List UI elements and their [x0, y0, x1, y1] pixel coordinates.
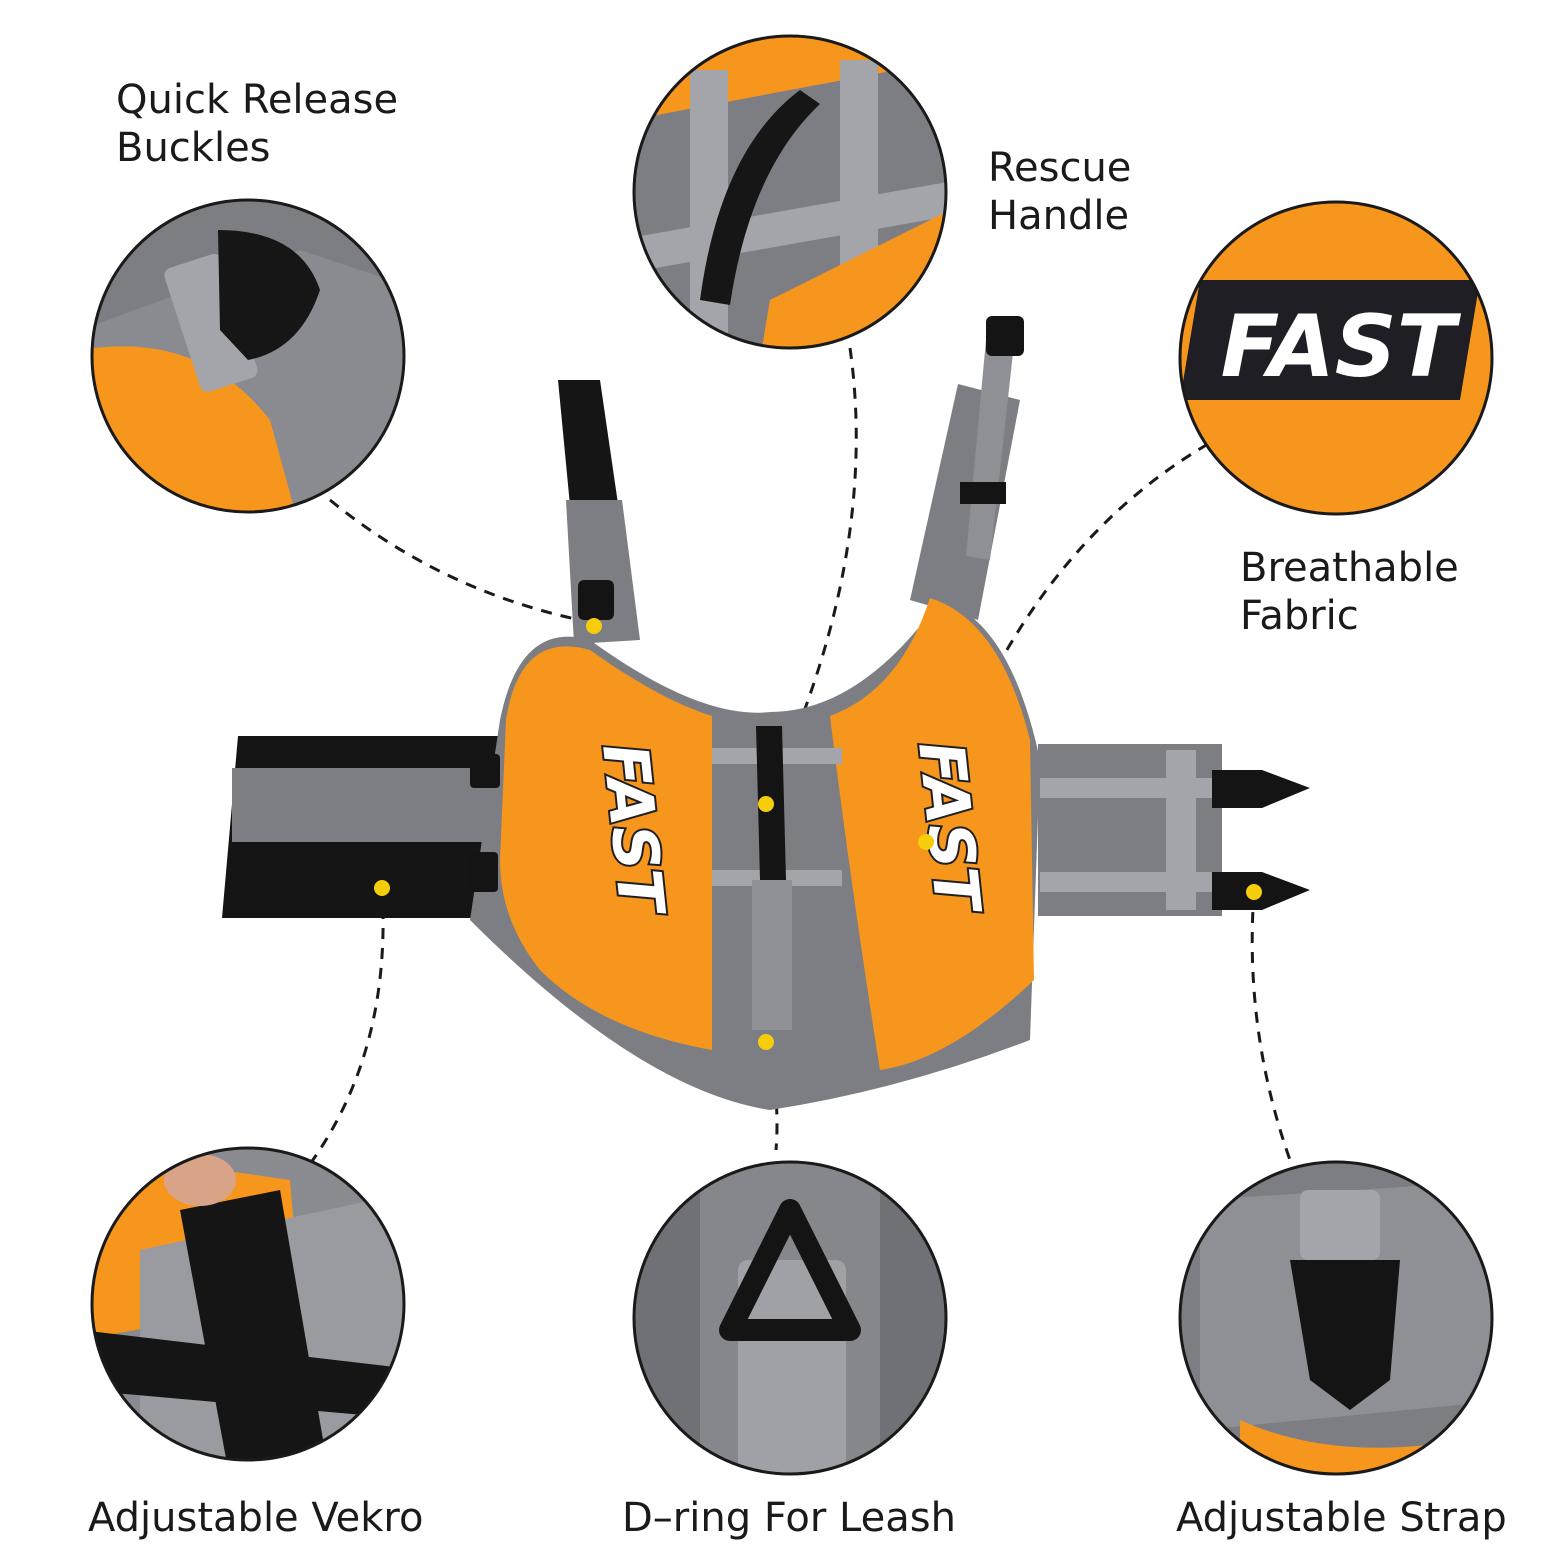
label-breathable-fabric: Breathable Fabric	[1240, 545, 1459, 639]
marker-dot-d-ring	[758, 1034, 774, 1050]
label-quick-release-buckles: Quick Release Buckles	[116, 77, 399, 171]
buckle-left-bottom	[468, 852, 498, 892]
label-adjustable-vekro: Adjustable Vekro	[88, 1495, 424, 1541]
feature-markers	[374, 618, 1262, 1050]
detail-circle-breathable-fabric: FAST	[1178, 200, 1494, 516]
marker-dot-fabric	[918, 834, 934, 850]
callout-lines	[308, 347, 1292, 1165]
callout-line-strap	[1250, 891, 1292, 1161]
marker-dot-vekro	[374, 880, 390, 896]
label-d-ring-for-leash: D–ring For Leash	[622, 1495, 956, 1541]
buckle-left-top	[470, 754, 500, 788]
label-rescue-handle: Rescue Handle	[988, 145, 1132, 239]
buckle-top-right	[986, 316, 1024, 356]
buckle-right-top	[1212, 770, 1310, 808]
buckle-quick-release	[578, 580, 614, 620]
fast-logo-fabric: FAST	[1221, 297, 1462, 397]
marker-dot-buckles	[586, 618, 602, 634]
orange-panel-left	[500, 646, 712, 1050]
detail-circle-strap	[1178, 1160, 1494, 1476]
dog-life-vest: FAST FAST	[222, 316, 1310, 1110]
callout-line-vekro	[308, 887, 385, 1165]
callout-line-fabric	[924, 442, 1209, 841]
detail-circle-buckles	[90, 198, 406, 514]
marker-dot-handle	[758, 796, 774, 812]
detail-circle-vekro	[90, 1146, 406, 1462]
callout-line-handle	[764, 347, 858, 803]
marker-dot-strap	[1246, 884, 1262, 900]
detail-circle-rescue-handle	[632, 34, 948, 350]
detail-circle-d-ring	[632, 1160, 948, 1476]
label-adjustable-strap: Adjustable Strap	[1176, 1495, 1507, 1541]
callout-line-buckles	[329, 498, 581, 622]
orange-panel-right	[830, 598, 1034, 1070]
